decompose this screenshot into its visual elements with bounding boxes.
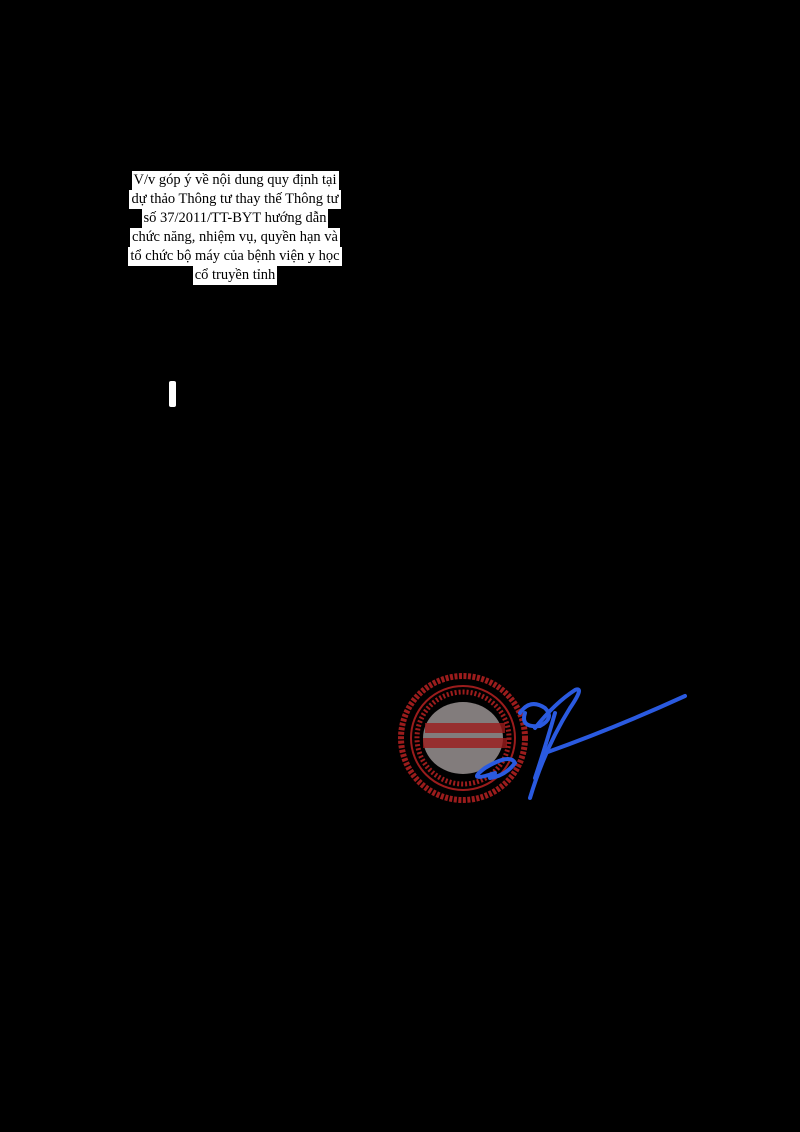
text-cursor-mark xyxy=(169,381,176,407)
subject-line: V/v góp ý về nội dung quy định tại xyxy=(131,171,339,190)
subject-line: chức năng, nhiệm vụ, quyền hạn và xyxy=(130,228,340,247)
signature-block xyxy=(395,668,695,813)
subject-line: cổ truyền tỉnh xyxy=(192,266,278,285)
signature-icon xyxy=(475,687,687,800)
subject-line: số 37/2011/TT-BYT hướng dẫn xyxy=(141,209,329,228)
subject-line: dự thảo Thông tư thay thế Thông tư xyxy=(129,190,341,209)
stamp-icon xyxy=(398,673,687,803)
subject-block: V/v góp ý về nội dung quy định tại dự th… xyxy=(108,171,362,285)
subject-line: tổ chức bộ máy của bệnh viện y học xyxy=(128,247,342,266)
